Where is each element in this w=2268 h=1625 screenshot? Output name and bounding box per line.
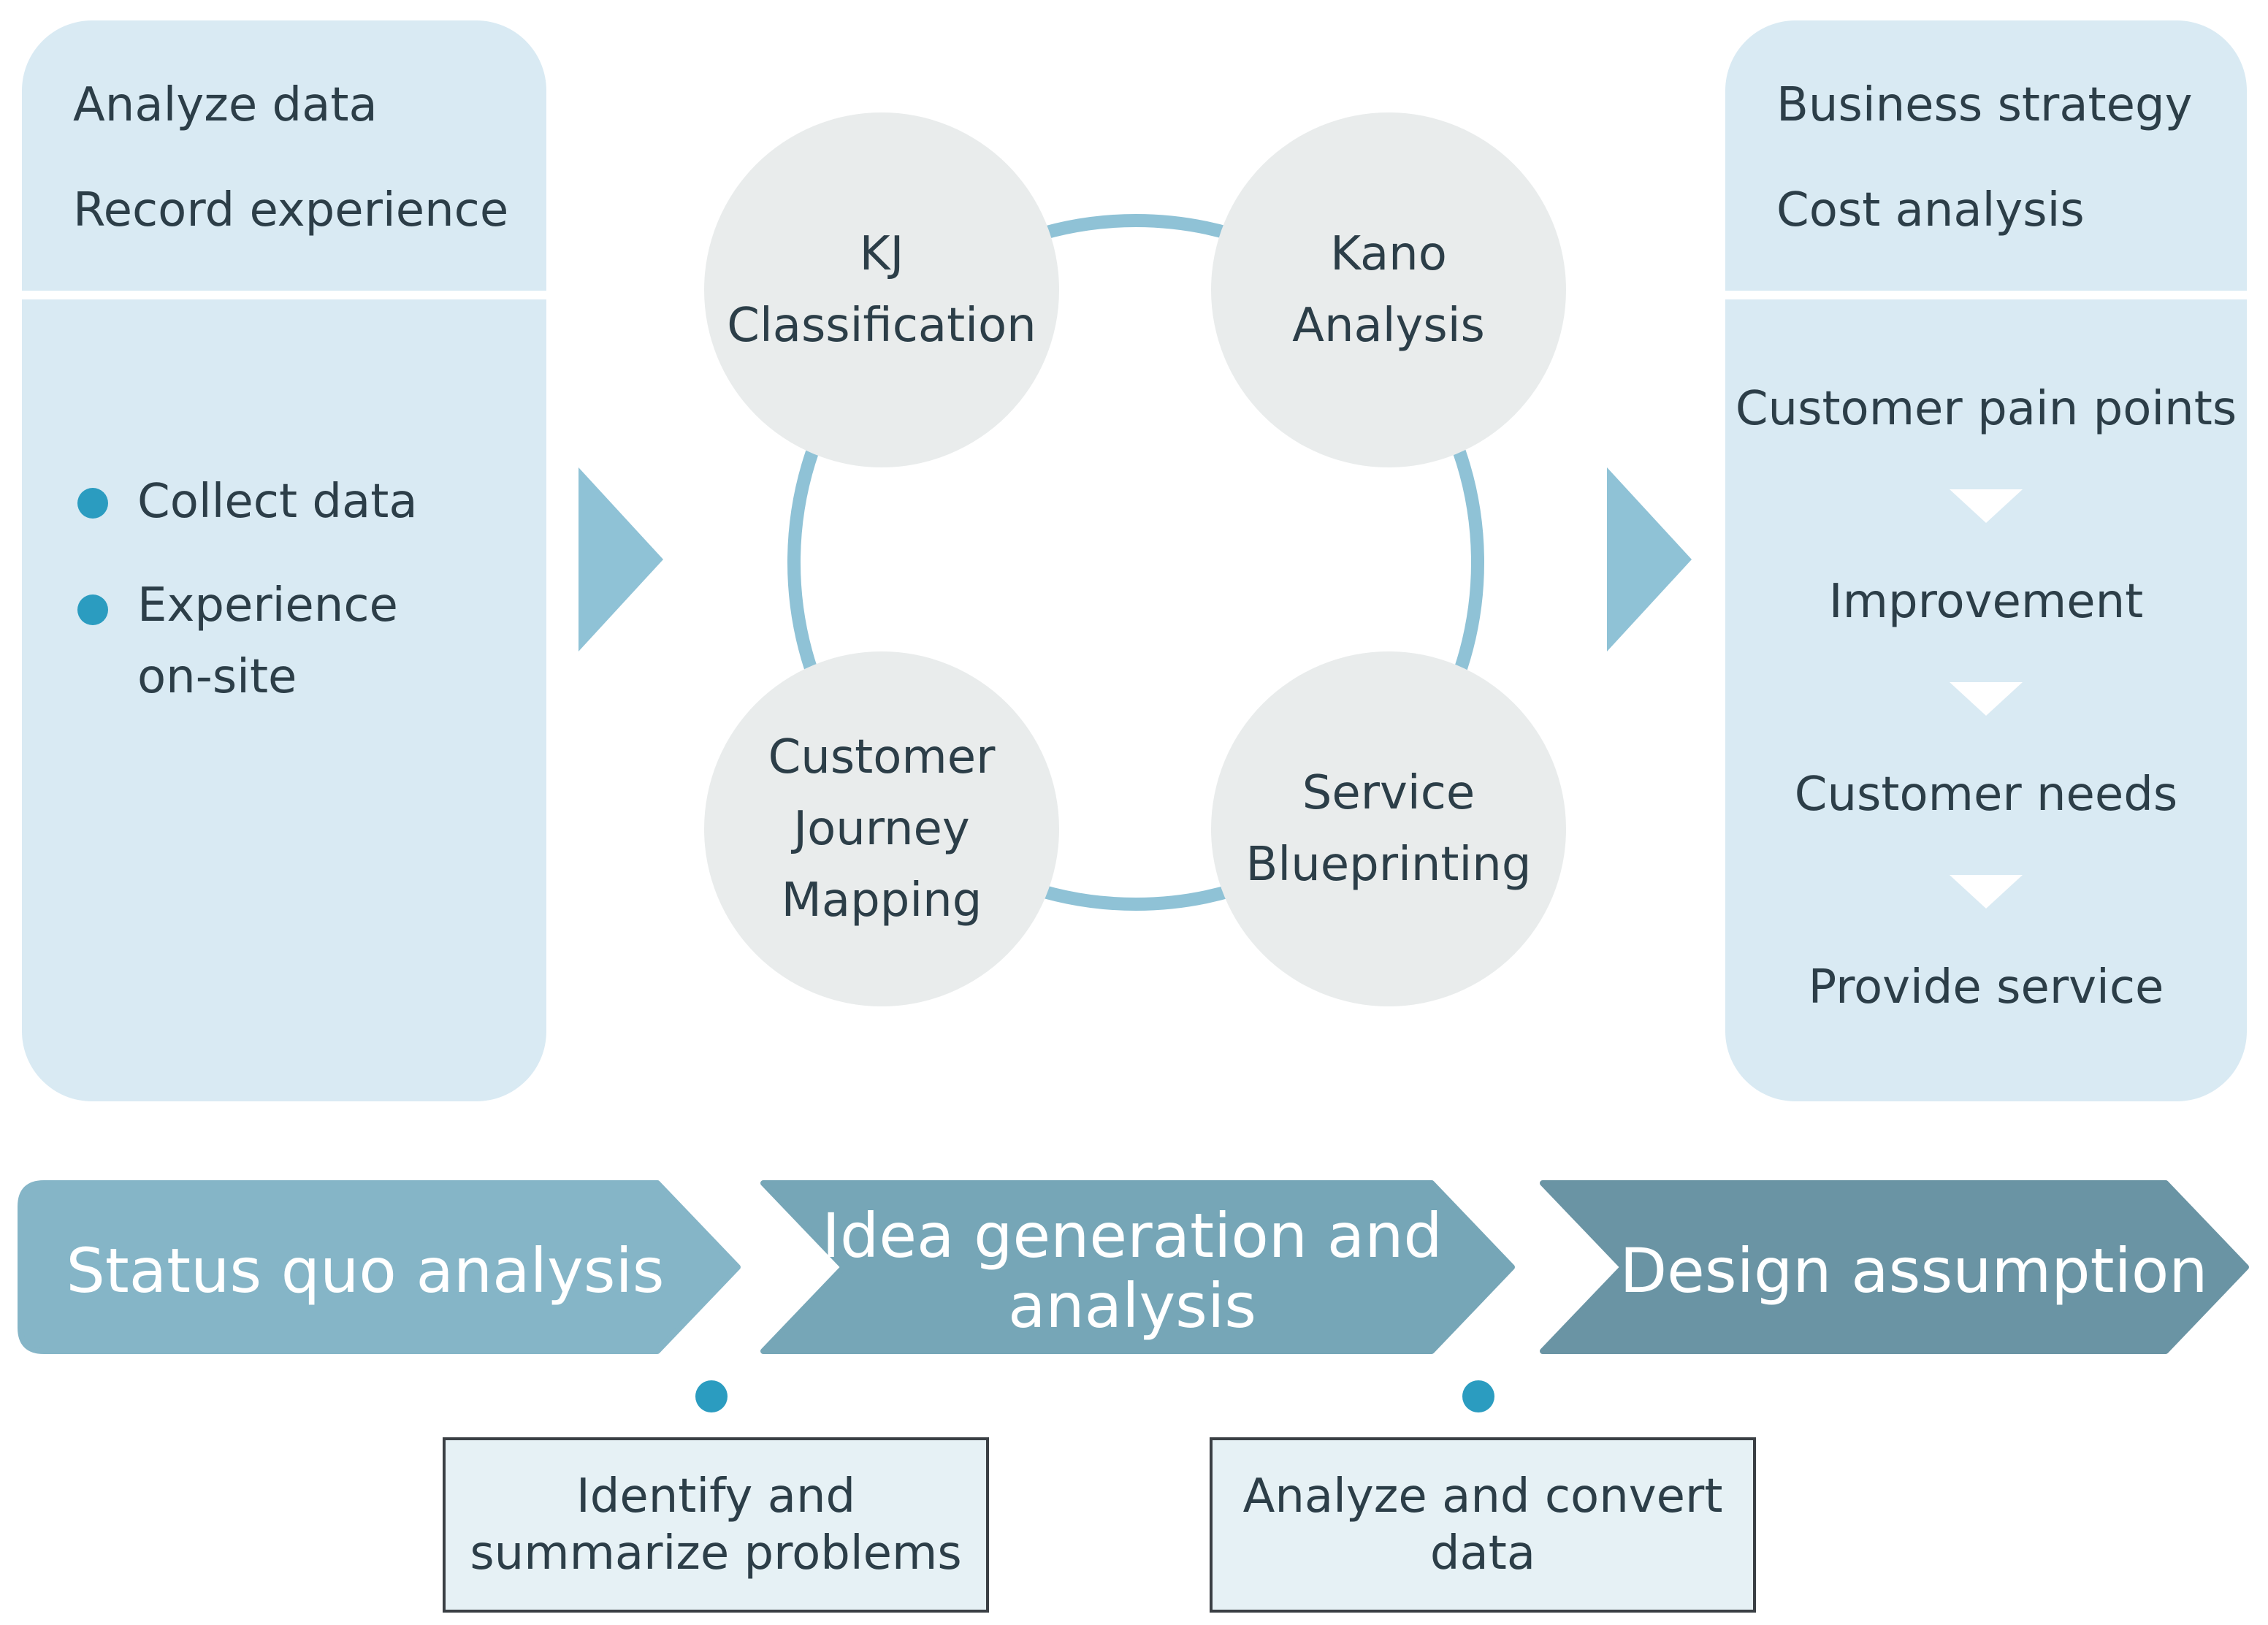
flow-provide-service: Provide service <box>1808 960 2164 1014</box>
flow-down-arrow-3 <box>1950 875 2023 909</box>
bullet-experience-on-site <box>77 594 108 625</box>
process-step-design-assumption: Design assumption <box>1619 1235 2208 1307</box>
arrow-right-2 <box>1607 467 1692 651</box>
process-step-status-quo-analysis: Status quo analysis <box>66 1235 665 1307</box>
bullet-collect-data <box>77 488 108 519</box>
left-panel <box>22 20 546 1101</box>
process-chevrons <box>18 1180 2249 1354</box>
right-top-item-cost-analysis: Cost analysis <box>1776 183 2085 237</box>
flow-customer-needs: Customer needs <box>1794 768 2178 822</box>
left-panel-divider <box>22 291 546 299</box>
method-customer-journey-mapping: Customer Journey Mapping <box>704 651 1059 1006</box>
flow-customer-pain-points: Customer pain points <box>1735 382 2237 436</box>
method-kano-analysis: Kano Analysis <box>1211 112 1566 467</box>
method-kano-label: Kano Analysis <box>1292 227 1485 353</box>
method-ring <box>787 214 1484 911</box>
method-sb-label: Service Blueprinting <box>1245 766 1532 892</box>
chevron-status-quo <box>18 1180 741 1354</box>
note-dot-1 <box>695 1380 728 1412</box>
note-analyze-convert: Analyze and convert data <box>1210 1437 1756 1613</box>
note-dot-2 <box>1462 1380 1494 1412</box>
arrow-right-1 <box>579 467 663 651</box>
right-panel-divider <box>1725 291 2247 299</box>
process-step-idea-generation: Idea generation and analysis <box>822 1200 1443 1342</box>
chevron-design-assumption <box>1540 1180 2249 1354</box>
method-kj-label: KJ Classification <box>727 227 1036 353</box>
right-top-item-business-strategy: Business strategy <box>1776 78 2193 132</box>
method-service-blueprinting: Service Blueprinting <box>1211 651 1566 1006</box>
flow-down-arrow-1 <box>1950 489 2023 523</box>
chevron-idea-generation <box>760 1180 1515 1354</box>
note-analyze-convert-text: Analyze and convert data <box>1242 1469 1723 1580</box>
left-top-item-analyze-data: Analyze data <box>73 78 378 132</box>
bullet-label-experience-on-site: Experience on-site <box>137 578 398 704</box>
method-kj-classification: KJ Classification <box>704 112 1059 467</box>
flow-improvement: Improvement <box>1828 575 2144 629</box>
left-top-item-record-experience: Record experience <box>73 183 509 237</box>
flow-down-arrow-2 <box>1950 682 2023 716</box>
right-panel <box>1725 20 2247 1101</box>
method-cjm-label: Customer Journey Mapping <box>768 730 996 928</box>
note-identify-summarize-text: Identify and summarize problems <box>470 1469 962 1580</box>
note-identify-summarize: Identify and summarize problems <box>443 1437 989 1613</box>
method-ring-circle <box>787 214 1484 911</box>
bullet-label-collect-data: Collect data <box>137 475 418 529</box>
